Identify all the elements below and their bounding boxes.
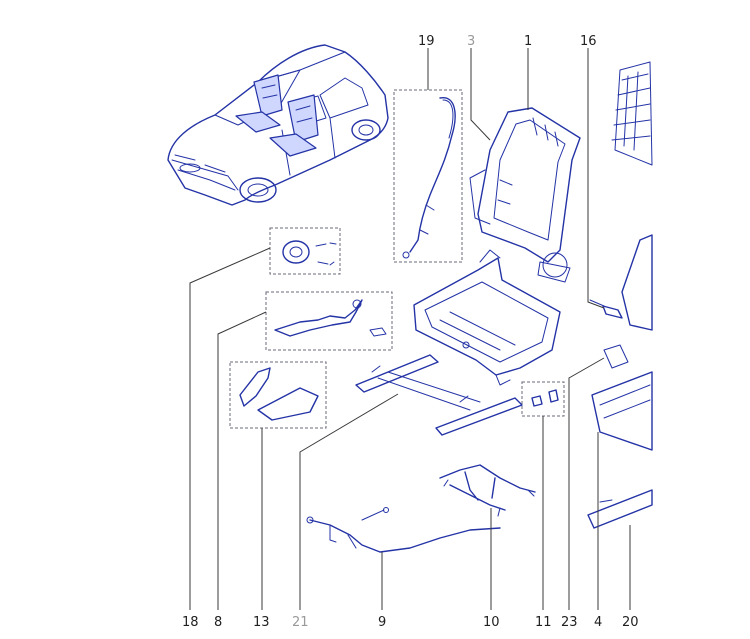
label-19: 19	[418, 34, 435, 49]
label-8: 8	[214, 615, 222, 630]
part-18-recliner-knob	[269, 227, 341, 275]
leader-lines	[189, 48, 631, 610]
part-11-clip	[521, 381, 565, 417]
label-18: 18	[182, 615, 199, 630]
part-21-seat-rails	[355, 354, 523, 436]
part-3-cushion-frame	[413, 249, 561, 386]
right-seat-back-partial	[587, 61, 653, 529]
label-16: 16	[580, 34, 597, 49]
label-1: 1	[524, 34, 532, 49]
part-1-seat-back-frame	[469, 107, 581, 283]
part-9-cable	[306, 507, 501, 553]
label-21: 21	[292, 615, 309, 630]
label-23: 23	[561, 615, 578, 630]
part-10-wiring-harness	[439, 464, 536, 517]
part-number-labels: 19 3 1 16 18 8 13 21 9 10 11 23 4 20	[182, 34, 639, 630]
car-overview	[167, 44, 389, 206]
part-13-trim-covers	[229, 361, 327, 429]
label-4: 4	[594, 615, 602, 630]
part-16-bolt	[589, 299, 623, 319]
label-11: 11	[535, 615, 552, 630]
label-10: 10	[483, 615, 500, 630]
part-19-cable	[393, 89, 463, 263]
label-20: 20	[622, 615, 639, 630]
label-13: 13	[253, 615, 270, 630]
part-8-lever	[265, 291, 393, 351]
label-3: 3	[467, 34, 475, 49]
label-9: 9	[378, 615, 386, 630]
